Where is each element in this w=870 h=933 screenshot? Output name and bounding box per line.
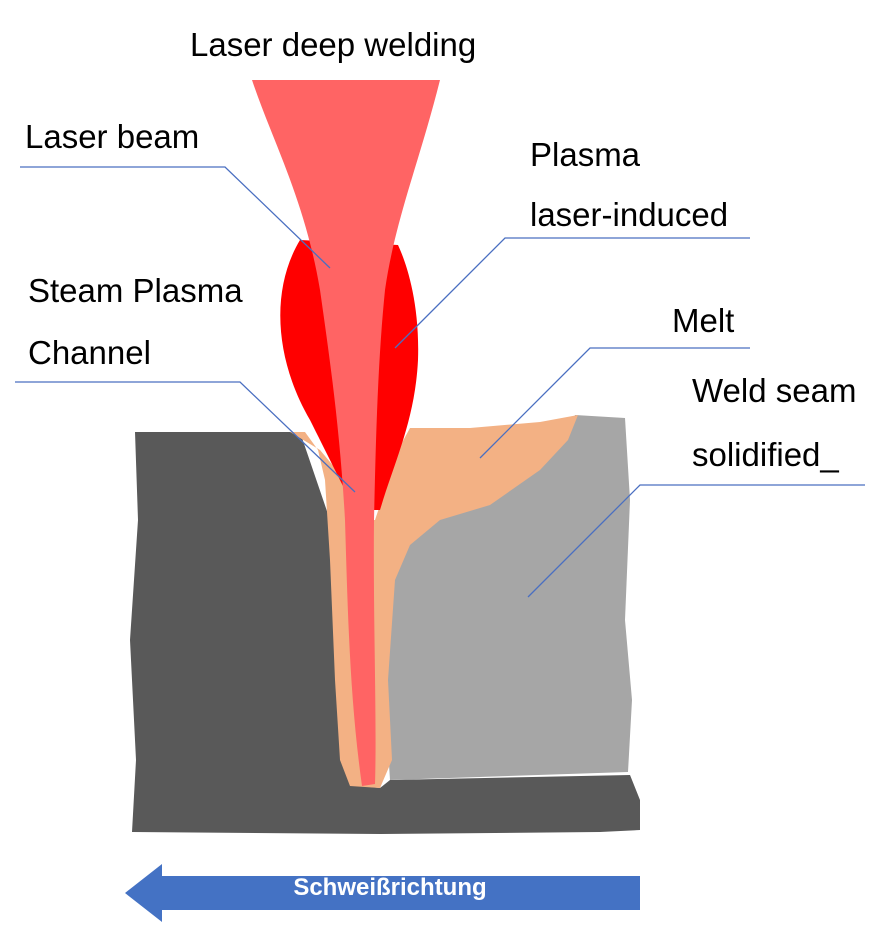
workpiece-base [130,432,640,834]
label-weld-seam-line2: solidified_ [692,436,839,473]
label-plasma-line2: laser-induced [530,196,729,233]
label-melt: Melt [672,302,735,339]
leader-lines [15,166,865,598]
label-steam-plasma-line1: Steam Plasma [28,272,243,309]
direction-label: Schweißrichtung [293,874,487,901]
leader-line-weld-seam [527,484,865,598]
weld-seam [385,415,632,780]
leader-line-plasma [394,237,750,349]
leader-line-melt [479,347,750,459]
label-laser-beam: Laser beam [25,118,200,155]
laser-beam-shape [252,80,440,786]
label-steam-plasma-line2: Channel [28,334,151,371]
leader-line-steam-plasma [15,381,356,493]
direction-arrow [125,864,640,922]
label-weld-seam-line1: Weld seam [692,372,857,409]
diagram-title: Laser deep welding [190,26,477,63]
leader-line-laser-beam [20,166,331,269]
label-plasma-line1: Plasma [530,136,641,173]
